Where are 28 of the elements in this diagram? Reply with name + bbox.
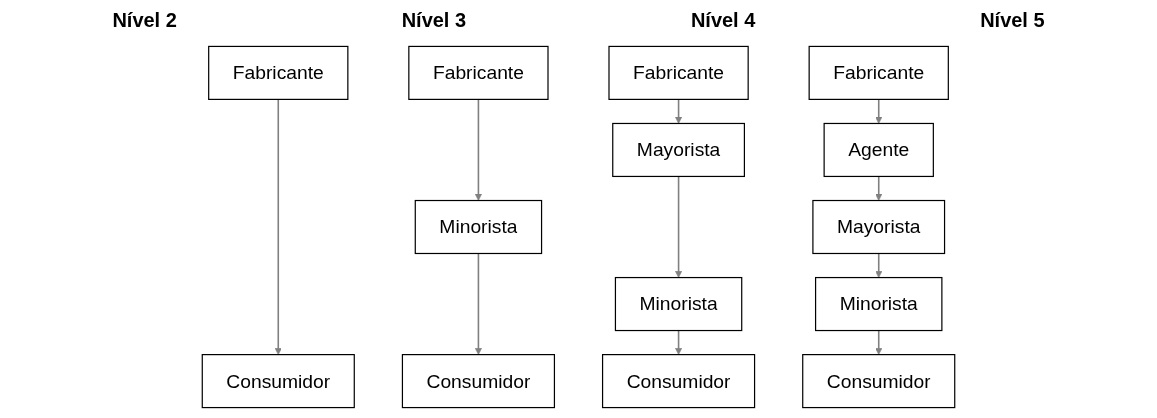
column-heading: Nível 3	[401, 8, 467, 32]
node-box: Minorista	[815, 276, 943, 332]
arrow	[474, 98, 482, 201]
node-box: Consumidor	[201, 354, 355, 409]
arrow	[875, 329, 883, 355]
node-box: Fabricante	[408, 45, 549, 100]
arrow	[875, 252, 883, 278]
arrow	[274, 98, 282, 355]
arrow	[875, 175, 883, 201]
node-box: Fabricante	[808, 45, 949, 100]
node-box: Consumidor	[802, 354, 956, 409]
column-heading: Nível 2	[112, 8, 177, 32]
node-box: Agente	[823, 122, 934, 178]
arrow	[875, 98, 883, 124]
node-box: Minorista	[614, 276, 743, 332]
node-box: Fabricante	[208, 45, 349, 100]
node-box: Fabricante	[608, 45, 749, 100]
arrow	[675, 98, 683, 124]
arrow	[474, 252, 482, 355]
arrow	[675, 175, 683, 278]
arrow	[675, 329, 683, 355]
column-heading: Nível 4	[690, 8, 756, 32]
column-heading: Nível 5	[980, 8, 1045, 32]
node-box: Consumidor	[401, 354, 555, 409]
node-box: Mayorista	[812, 199, 946, 255]
node-box: Mayorista	[612, 122, 745, 178]
node-box: Minorista	[414, 199, 543, 255]
node-box: Consumidor	[602, 354, 756, 409]
